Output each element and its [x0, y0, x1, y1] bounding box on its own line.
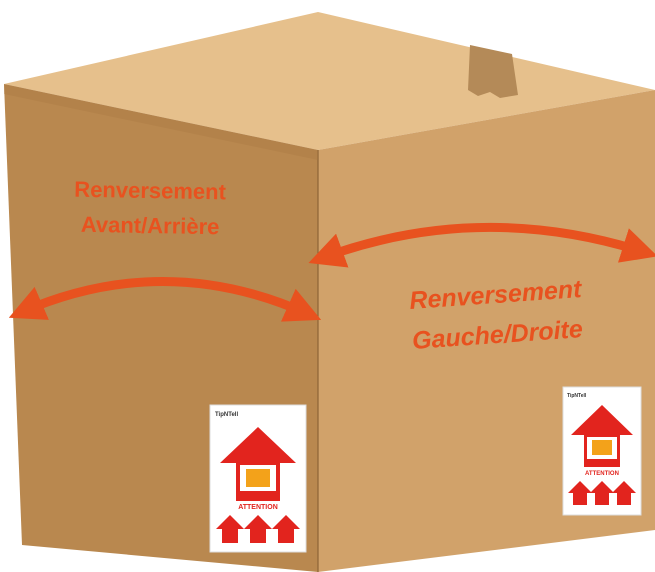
- sticker-warning: ATTENTION: [238, 504, 278, 511]
- tape-strip: [468, 45, 518, 98]
- tilt-indicator-sticker-right: TipNTell ATTENTION: [563, 387, 641, 515]
- tilt-indicator-sticker-left: TipNTell ATTENTION: [210, 405, 306, 552]
- sticker-brand-right: TipNTell: [567, 393, 587, 399]
- sticker-warning-right: ATTENTION: [585, 471, 619, 477]
- label-left-line1: Renversement: [74, 177, 227, 205]
- label-left-line2: Avant/Arrière: [81, 212, 220, 239]
- sticker-brand: TipNTell: [215, 412, 238, 418]
